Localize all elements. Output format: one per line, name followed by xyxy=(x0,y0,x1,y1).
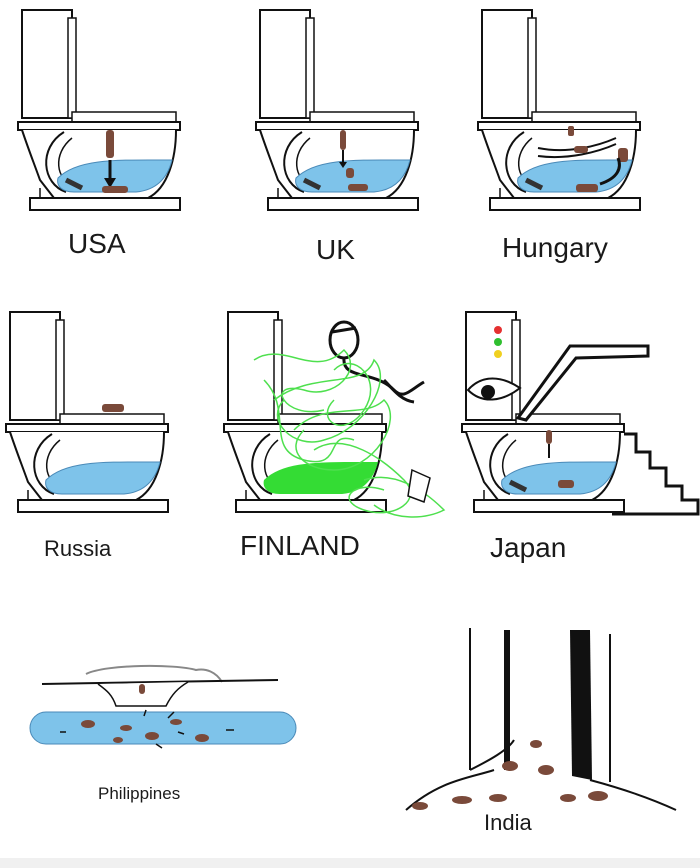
poop-icon xyxy=(106,130,114,158)
poop-icon xyxy=(102,404,124,412)
finland-toilet-drawing xyxy=(223,311,446,518)
eye-icon xyxy=(481,385,495,399)
hungary-toilet-drawing xyxy=(477,9,641,211)
label-usa: USA xyxy=(68,228,126,259)
panel-india: India xyxy=(400,620,680,850)
usa-toilet-drawing xyxy=(17,9,181,211)
panel-russia: Russia xyxy=(5,310,186,570)
japan-toilet-drawing xyxy=(461,311,700,516)
label-india: India xyxy=(484,810,532,835)
label-uk: UK xyxy=(316,234,355,265)
label-hungary: Hungary xyxy=(502,232,608,263)
label-finland: FINLAND xyxy=(240,530,360,561)
panel-hungary: Hungary xyxy=(477,8,648,268)
green-light-icon xyxy=(494,338,502,346)
panel-usa: USA xyxy=(17,8,188,268)
philippines-drawing xyxy=(29,664,297,749)
yellow-light-icon xyxy=(494,350,502,358)
panel-japan: Japan xyxy=(461,310,700,570)
panel-uk: UK xyxy=(255,8,426,268)
label-russia: Russia xyxy=(44,536,112,561)
footer-bar xyxy=(0,858,700,868)
label-japan: Japan xyxy=(490,532,567,563)
label-philippines: Philippines xyxy=(98,784,181,803)
panel-finland: FINLAND xyxy=(223,310,454,570)
india-drawing xyxy=(405,628,677,811)
uk-toilet-drawing xyxy=(255,9,419,211)
russia-toilet-drawing xyxy=(5,311,169,513)
red-light-icon xyxy=(494,326,502,334)
panel-philippines: Philippines xyxy=(26,660,302,810)
